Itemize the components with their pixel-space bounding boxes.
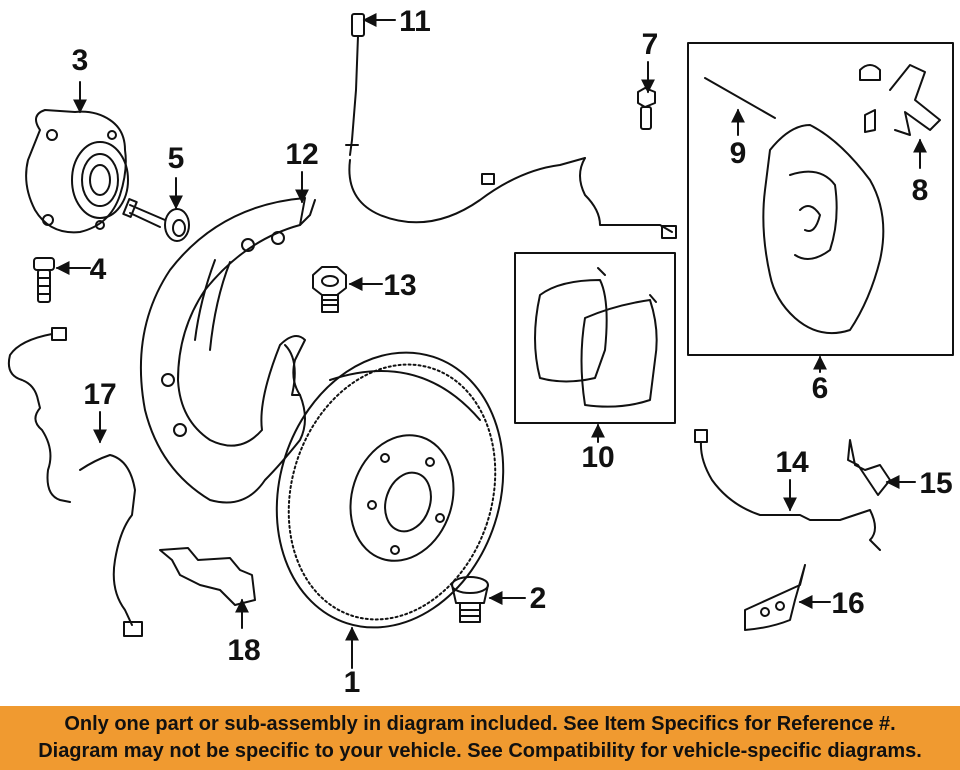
disclaimer-line-2: Diagram may not be specific to your vehi… (38, 740, 922, 762)
disclaimer-line-1: Only one part or sub-assembly in diagram… (64, 713, 896, 735)
callout-8: 8 (912, 174, 929, 207)
callout-6: 6 (812, 372, 829, 405)
callout-16: 16 (831, 587, 864, 620)
hub-bolt-with-washer (122, 198, 190, 242)
callout-10: 10 (581, 441, 614, 474)
sensor-mount-bracket (159, 547, 256, 606)
callout-4: 4 (90, 253, 107, 286)
callout-15: 15 (919, 467, 952, 500)
callout-5: 5 (168, 142, 185, 175)
callout-1: 1 (344, 666, 361, 699)
callout-2: 2 (530, 582, 547, 615)
leader-arrows (55, 13, 927, 669)
brake-parts-diagram: 1 2 3 4 5 6 7 8 9 10 11 12 13 14 15 16 1… (7, 5, 954, 699)
bolt (33, 257, 55, 303)
sensor-bracket (847, 439, 891, 496)
rotor-cap-plug (451, 576, 489, 623)
callout-12: 12 (285, 138, 318, 171)
callout-18: 18 (227, 634, 260, 667)
callout-3: 3 (72, 44, 89, 77)
guide-pin (704, 77, 776, 119)
callout-13: 13 (383, 269, 416, 302)
brake-wear-sensor-wire (345, 13, 677, 239)
disclaimer-banner: Only one part or sub-assembly in diagram… (0, 706, 960, 770)
left-sensor-wire (7, 327, 143, 637)
pad-retaining-clip (859, 64, 941, 136)
callout-14: 14 (775, 446, 809, 479)
brake-caliper-box (687, 42, 954, 356)
wheel-hub-bearing (25, 109, 129, 234)
bleeder-screw (637, 87, 656, 130)
callout-7: 7 (642, 28, 659, 61)
callout-labels: 1 2 3 4 5 6 7 8 9 10 11 12 13 14 15 16 1… (72, 5, 953, 699)
wheel-speed-sensor (694, 429, 881, 551)
callout-11: 11 (399, 5, 431, 38)
callout-17: 17 (83, 378, 116, 411)
brake-rotor (275, 351, 505, 629)
callout-9: 9 (730, 137, 747, 170)
mounting-bracket (744, 564, 806, 631)
brake-splash-shield (139, 197, 316, 504)
flange-nut (312, 266, 347, 313)
brake-pads-box (514, 252, 676, 424)
